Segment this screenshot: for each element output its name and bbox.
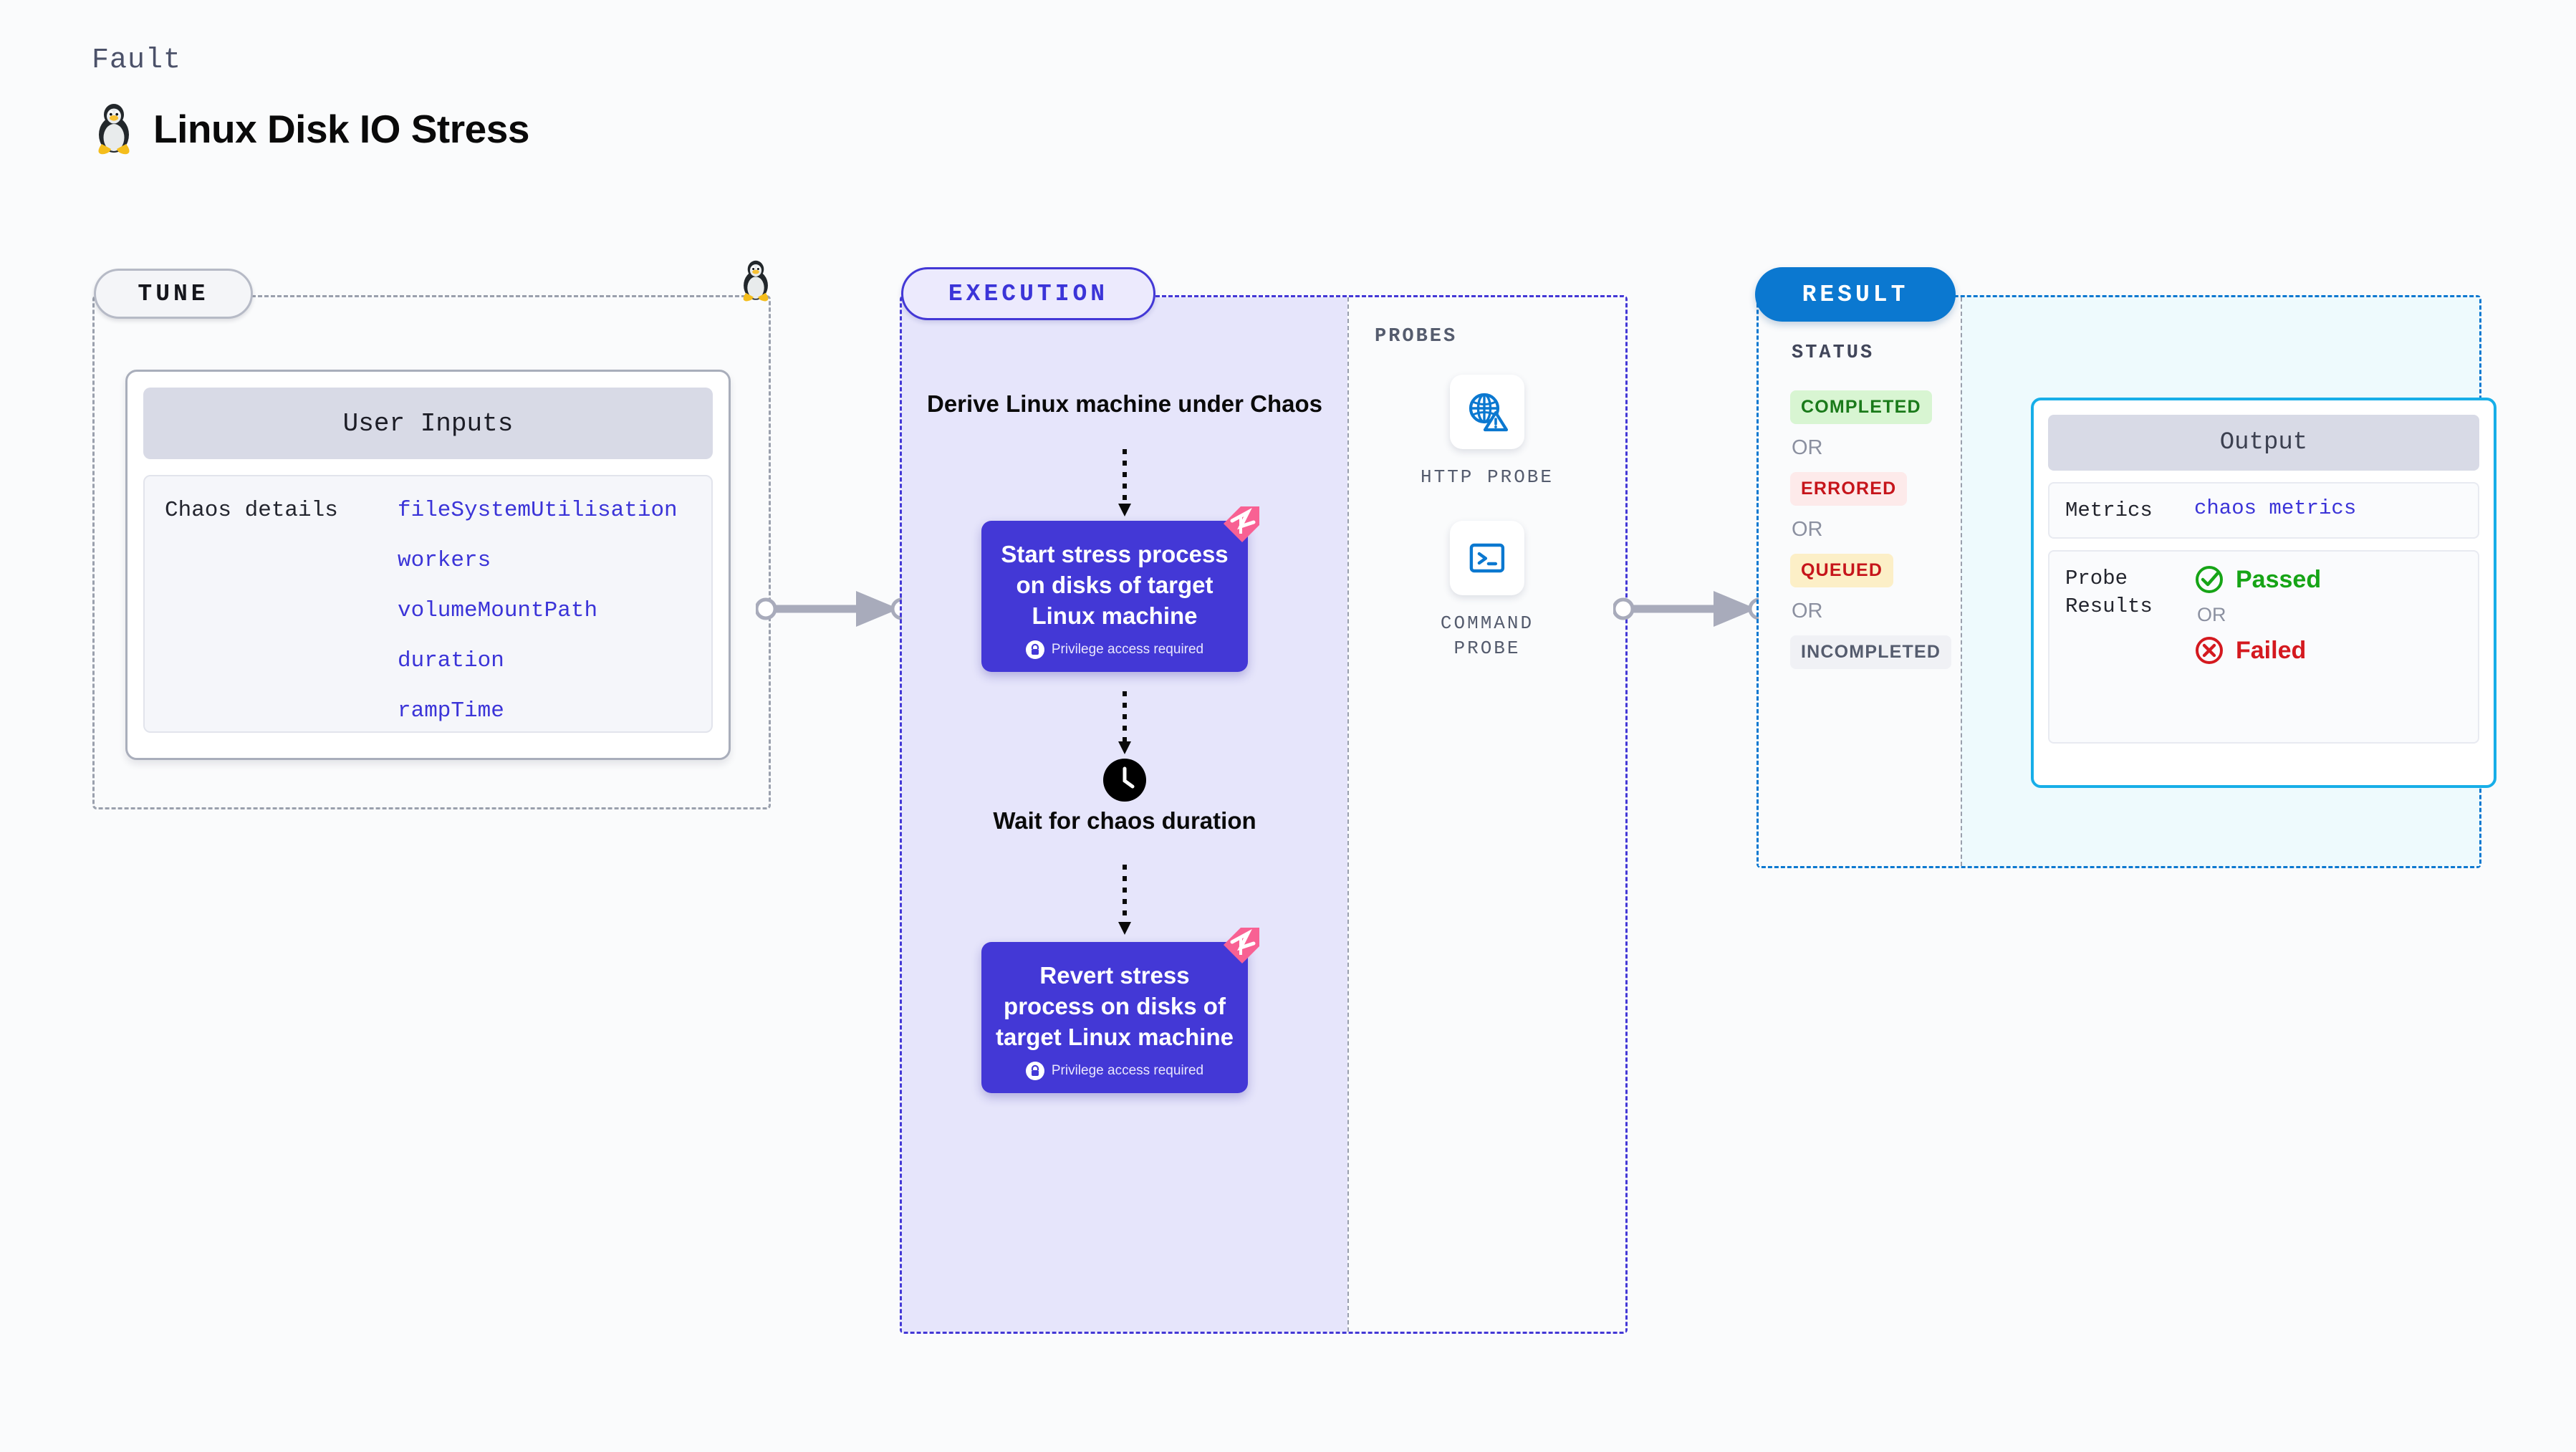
connector-tune-to-execution <box>756 591 913 627</box>
execution-column: Derive Linux machine under Chaos Start s… <box>902 297 1347 1332</box>
privilege-note-text: Privilege access required <box>1051 641 1204 657</box>
result-badge[interactable]: RESULT <box>1755 267 1956 322</box>
probes-column: PROBES HTTP PROBE <box>1347 297 1625 1332</box>
status-badge-incompleted: INCOMPLETED <box>1790 635 1952 669</box>
status-badge-completed: COMPLETED <box>1790 390 1932 424</box>
node-title: Start stress process on disks of target … <box>1001 541 1229 629</box>
execution-node-start[interactable]: Start stress process on disks of target … <box>981 506 1259 672</box>
arrow-derive-to-start <box>1118 449 1131 516</box>
probe-result-or: OR <box>2197 604 2226 626</box>
title-row: Linux Disk IO Stress <box>92 102 529 155</box>
lock-icon <box>1025 1061 1044 1080</box>
status-badge-queued: QUEUED <box>1790 554 1894 587</box>
status-list: COMPLETED OR ERRORED OR QUEUED OR INCOMP… <box>1790 390 1952 669</box>
privilege-note: Privilege access required <box>994 1061 1235 1080</box>
execution-badge[interactable]: EXECUTION <box>901 267 1155 320</box>
privilege-note: Privilege access required <box>994 640 1235 659</box>
execution-step-derive: Derive Linux machine under Chaos <box>927 390 1322 417</box>
page-title: Linux Disk IO Stress <box>153 107 529 151</box>
probe-results-values: Passed OR Failed <box>2194 564 2321 729</box>
user-inputs-card: User Inputs Chaos details fileSystemUtil… <box>125 370 731 760</box>
globe-warning-icon <box>1469 393 1509 432</box>
lock-icon <box>1025 640 1044 659</box>
status-or: OR <box>1792 518 1823 541</box>
chaos-detail-item: rampTime <box>398 698 504 723</box>
status-or: OR <box>1792 436 1823 459</box>
page-header: Fault Linux Disk IO Stress <box>92 44 529 155</box>
probe-result-passed: Passed <box>2194 564 2321 595</box>
user-inputs-header: User Inputs <box>143 388 713 459</box>
status-badge-errored: ERRORED <box>1790 472 1908 506</box>
output-row-metrics: Metrics chaos metrics <box>2048 482 2479 539</box>
tune-badge[interactable]: TUNE <box>94 269 253 319</box>
probes-title: PROBES <box>1375 326 1458 347</box>
arrow-start-to-wait <box>1118 691 1131 754</box>
chaos-details-label: Chaos details <box>165 498 338 523</box>
failed-label: Failed <box>2236 636 2307 664</box>
chaos-details-values: fileSystemUtilisation workers volumeMoun… <box>398 498 678 731</box>
litmus-logo-icon <box>1224 506 1259 542</box>
node-title: Revert stress process on disks of target… <box>996 962 1234 1050</box>
arrow-wait-to-revert <box>1118 865 1131 935</box>
probe-label: HTTP PROBE <box>1420 466 1554 488</box>
chaos-detail-item: workers <box>398 548 491 573</box>
passed-label: Passed <box>2236 565 2322 593</box>
probe-result-failed: Failed <box>2194 635 2321 665</box>
terminal-icon <box>1469 543 1505 573</box>
connector-probes-to-result <box>1613 591 1771 627</box>
probe-item-http[interactable]: HTTP PROBE <box>1421 375 1554 490</box>
x-circle-icon <box>2196 637 2223 665</box>
fault-kicker: Fault <box>92 44 182 77</box>
output-header: Output <box>2048 415 2479 471</box>
status-or: OR <box>1792 600 1823 622</box>
chaos-detail-item: volumeMountPath <box>398 598 598 623</box>
tune-linux-penguin-icon <box>738 259 774 302</box>
result-panel: STATUS COMPLETED OR ERRORED OR QUEUED OR… <box>1756 295 2496 868</box>
clock-icon <box>1103 759 1146 802</box>
chaos-detail-item: fileSystemUtilisation <box>398 498 678 523</box>
check-circle-icon <box>2196 566 2223 594</box>
probe-tile <box>1450 375 1524 449</box>
linux-penguin-icon <box>92 102 136 155</box>
probe-label: COMMAND PROBE <box>1440 612 1534 660</box>
status-title: STATUS <box>1792 342 1875 364</box>
litmus-logo-icon <box>1224 928 1259 963</box>
chaos-details-row: Chaos details fileSystemUtilisation work… <box>143 475 713 733</box>
execution-step-wait: Wait for chaos duration <box>993 807 1256 834</box>
tune-panel <box>92 295 771 809</box>
probe-item-command[interactable]: COMMAND PROBE <box>1441 521 1534 661</box>
probe-tile <box>1450 521 1524 595</box>
execution-probes-panel: Derive Linux machine under Chaos Start s… <box>900 295 1628 1334</box>
chaos-detail-item: duration <box>398 648 504 673</box>
metrics-value: chaos metrics <box>2194 496 2357 520</box>
status-column: STATUS COMPLETED OR ERRORED OR QUEUED OR… <box>1759 297 1961 866</box>
execution-node-revert[interactable]: Revert stress process on disks of target… <box>981 928 1259 1093</box>
metrics-label: Metrics <box>2065 499 2153 522</box>
privilege-note-text: Privilege access required <box>1051 1062 1204 1078</box>
